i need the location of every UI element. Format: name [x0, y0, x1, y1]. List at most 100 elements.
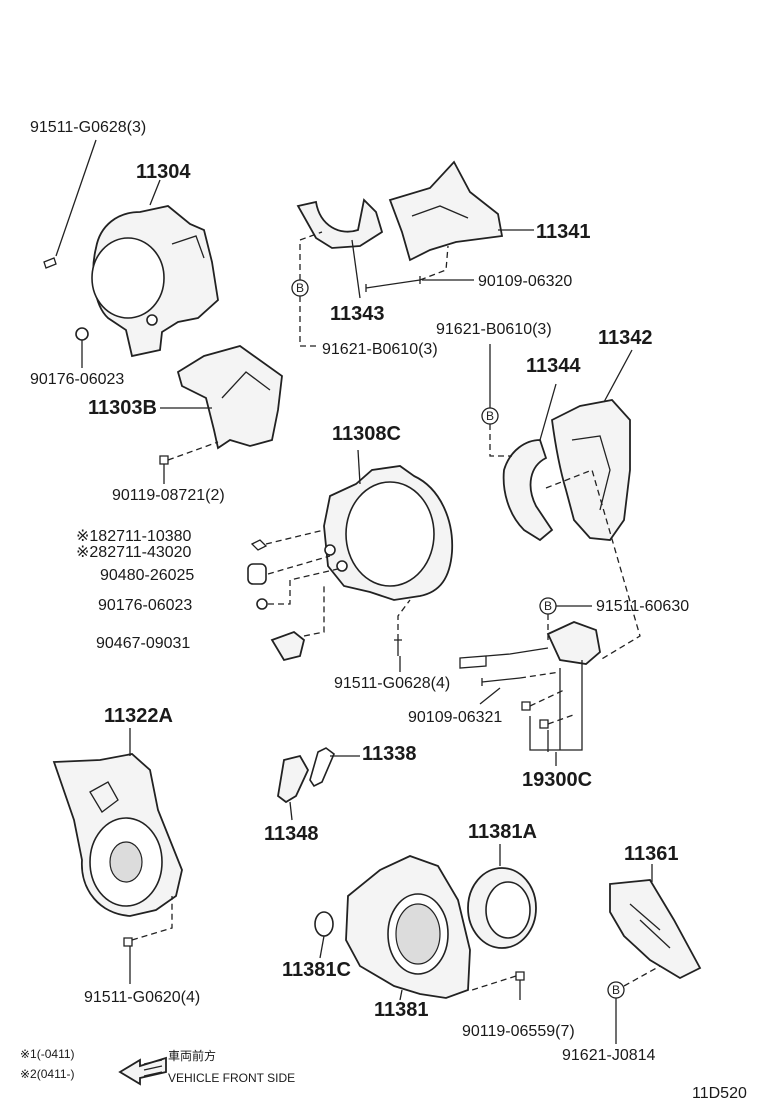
label-90467-09031: 90467-09031 — [96, 635, 190, 652]
dashline-b-2 — [489, 424, 512, 457]
label-11338: 11338 — [362, 743, 417, 765]
svg-text:B: B — [296, 281, 304, 295]
diagram-code: 11D520 — [692, 1085, 747, 1102]
svg-text:B: B — [544, 599, 552, 613]
bolt-91511-G0628-upper — [43, 257, 57, 269]
dashline-90480 — [267, 555, 331, 575]
label-91511-60630: 91511-60630 — [596, 598, 689, 615]
dashline-b-1-up — [299, 231, 323, 280]
bolt-91511-G0628-lower — [394, 639, 402, 656]
dashline-90176-b — [268, 567, 343, 605]
ref-circle-b-2: B — [481, 407, 499, 425]
part-90467-09031 — [270, 630, 306, 662]
label-91511-G0628-4: 91511-G0628(4) — [334, 675, 450, 692]
front-arrow-icon — [118, 1056, 167, 1086]
label-11341: 11341 — [536, 221, 591, 243]
dashline-90467 — [303, 584, 325, 637]
label-90119-06559-7: 90119-06559(7) — [462, 1023, 575, 1040]
label-11303B: 11303B — [88, 397, 157, 419]
bolt-91511-G0620 — [123, 937, 133, 947]
front-side-jp: 車両前方 — [168, 1048, 216, 1063]
label-19300C: 19300C — [522, 769, 592, 791]
dashline-sensor — [545, 469, 641, 661]
label-90176-06023-a: 90176-06023 — [30, 371, 124, 388]
dashline-90109-06320 — [419, 245, 449, 281]
label-11322A: 11322A — [104, 705, 173, 727]
label-82711-43020: ※282711-43020 — [76, 544, 192, 561]
ref-circle-b-4: B — [607, 981, 625, 999]
bolt-90109-06321 — [481, 677, 521, 686]
bolt-90109-06320 — [365, 276, 421, 292]
label-90480-26025: 90480-26025 — [100, 567, 194, 584]
label-11308C: 11308C — [332, 423, 401, 445]
dashline-b-1 — [299, 296, 318, 347]
clip-82711 — [250, 539, 268, 551]
label-90109-06320: 90109-06320 — [478, 273, 572, 290]
part-11308C-timing-cover — [323, 465, 454, 601]
part-11381C-ring — [314, 911, 334, 937]
part-11344-shield — [502, 439, 554, 542]
bolt-90119-08721 — [159, 455, 169, 465]
svg-text:B: B — [612, 983, 620, 997]
leader-11381C — [319, 935, 325, 959]
label-91621-B0610-3-b: 91621-B0610(3) — [436, 321, 552, 338]
dashline-82711 — [265, 529, 325, 545]
label-91511-G0620-4: 91511-G0620(4) — [84, 989, 200, 1006]
dashline-91511-G0628-4 — [397, 599, 411, 640]
label-90176-06023-b: 90176-06023 — [98, 597, 192, 614]
part-11343-shield — [296, 198, 384, 249]
part-11361-plate — [609, 879, 702, 980]
label-11304: 11304 — [136, 161, 191, 183]
note-2: ※2(0411-) — [20, 1067, 75, 1081]
part-11341-shield — [388, 160, 504, 262]
label-90109-06321: 90109-06321 — [408, 709, 502, 726]
label-11381A: 11381A — [468, 821, 537, 843]
bolt-90119-06559 — [515, 971, 525, 981]
ref-circle-b-3: B — [539, 597, 557, 615]
leader-11348 — [289, 801, 293, 821]
leader-90109-06321 — [479, 687, 501, 705]
part-11348-guide — [277, 754, 310, 804]
bolts-19300C — [521, 701, 549, 729]
note-1: ※1(-0411) — [20, 1047, 75, 1061]
label-11381C: 11381C — [282, 959, 351, 981]
part-11381-seal-retainer — [345, 855, 471, 999]
ref-circle-b-1: B — [291, 279, 309, 297]
leader-11308C — [357, 449, 361, 485]
dashline-90119-06559 — [471, 975, 517, 991]
label-90119-08721-2: 90119-08721(2) — [112, 487, 225, 504]
part-11322A-lower-cover — [52, 753, 183, 917]
leader-11343 — [351, 239, 361, 299]
leader-11342 — [603, 349, 633, 403]
front-side-en: VEHICLE FRONT SIDE — [168, 1071, 295, 1085]
label-11344: 11344 — [526, 355, 581, 377]
leader-11304 — [149, 179, 161, 206]
part-11304-timing-cover — [91, 205, 219, 358]
part-19300C-sensor — [459, 621, 601, 669]
part-11381A-oil-seal — [467, 867, 537, 949]
dashline-90109-06321 — [519, 671, 561, 679]
label-11381: 11381 — [374, 999, 429, 1021]
bracket-19300C — [529, 660, 583, 752]
dashline-19300C-bolts — [529, 689, 577, 725]
part-11303B-cover-plate — [176, 345, 283, 450]
leader-11381 — [399, 989, 403, 1001]
label-91511-G0628-3: 91511-G0628(3) — [30, 119, 146, 136]
label-11343: 11343 — [330, 303, 385, 325]
label-11361: 11361 — [624, 843, 679, 865]
bolt-90176-06023-a — [75, 327, 89, 341]
label-91621-J0814: 91621-J0814 — [562, 1047, 656, 1064]
part-90480-26025 — [247, 563, 267, 585]
label-11342: 11342 — [598, 327, 653, 349]
bolt-90176-06023-b — [256, 598, 268, 610]
leader-11344 — [539, 383, 557, 441]
dashline-b-4 — [623, 965, 661, 987]
leader-91511-G0628-3 — [55, 139, 97, 257]
part-11342-plate — [551, 399, 631, 541]
dashline-11303B — [167, 441, 219, 461]
label-91621-B0610-3-a: 91621-B0610(3) — [322, 341, 438, 358]
label-82711-10380: ※182711-10380 — [76, 528, 192, 545]
svg-text:B: B — [486, 409, 494, 423]
dashline-91511-G0620 — [131, 896, 173, 941]
